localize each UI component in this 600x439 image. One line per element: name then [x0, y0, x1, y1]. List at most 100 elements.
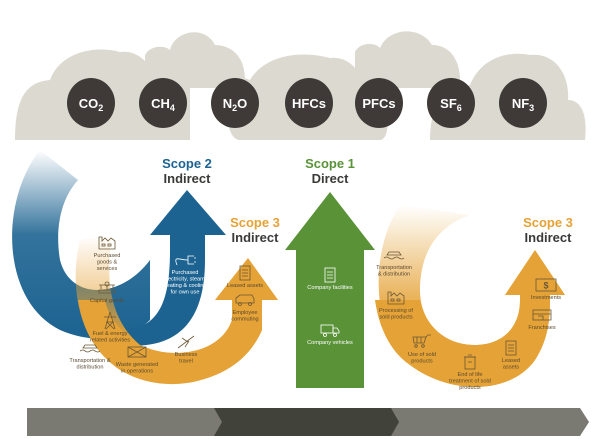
- value-chain-downstream: [391, 408, 589, 436]
- item-label: Company vehicles: [307, 340, 353, 346]
- gas-label: PFCs: [362, 96, 395, 111]
- gas-bubble: HFCs: [285, 78, 333, 128]
- item-label: Investments: [531, 295, 561, 301]
- gas-circle: [211, 78, 259, 128]
- item-label: Franchises: [528, 325, 556, 331]
- scope1-item: Company vehicles: [307, 324, 353, 346]
- building-icon: [505, 340, 517, 356]
- scope3-downstream-heading: Scope 3 Indirect: [523, 215, 573, 245]
- storefront-icon: [532, 309, 552, 321]
- factory-icon: [98, 236, 116, 250]
- scope1-heading: Scope 1 Direct: [305, 156, 355, 186]
- factory-icon: [387, 291, 405, 305]
- item-label: Capital goods: [90, 298, 124, 304]
- scope2-arc-tail: [12, 150, 150, 339]
- scope3-downstream-subtitle: Indirect: [525, 230, 573, 245]
- airplane-icon: [177, 335, 195, 349]
- gas-label: CH4: [151, 96, 175, 113]
- scope3-downstream-title: Scope 3: [523, 215, 573, 230]
- ship-icon: [79, 344, 101, 353]
- gas-bubble: N2O: [211, 78, 259, 128]
- gas-label: SF6: [440, 96, 462, 113]
- item-label: Transportation &distribution: [69, 358, 110, 371]
- gas-bubble: CH4: [139, 78, 187, 128]
- scope3-downstream-item: Franchises: [528, 309, 556, 331]
- scope1-item: Company facilities: [307, 267, 353, 291]
- scope3-upstream-heading: Scope 3 Indirect: [230, 215, 280, 245]
- cloud-middle: [226, 31, 461, 140]
- gas-circle: [285, 78, 333, 128]
- power-tower-icon: [104, 311, 116, 330]
- building-icon: [239, 265, 251, 281]
- truck-icon: [320, 324, 340, 337]
- cloud-left: [15, 32, 245, 140]
- scope3-upstream-item: Leased assets: [227, 265, 263, 289]
- gas-bubble: NF3: [499, 78, 547, 128]
- scope3-upstream-subtitle: Indirect: [232, 230, 280, 245]
- gas-bubble: CO2: [67, 78, 115, 128]
- item-label: Company facilities: [307, 285, 353, 291]
- scope3-upstream-item: Capital goods: [90, 281, 124, 304]
- building-icon: [324, 267, 336, 283]
- scope2-arrow: [120, 190, 226, 346]
- dollar-icon: $: [535, 278, 557, 292]
- scope2-subtitle: Indirect: [164, 171, 212, 186]
- gas-label: CO2: [79, 96, 104, 113]
- value-chain-reporting-company: [214, 408, 402, 436]
- gas-circle: [67, 78, 115, 128]
- item-label: Transportation& distribution: [376, 265, 412, 278]
- scope2-heading: Scope 2 Indirect: [162, 156, 212, 186]
- car-icon: [235, 294, 255, 306]
- gas-circle: [355, 78, 403, 128]
- value-chain-upstream: [27, 408, 226, 436]
- cart-icon: [412, 334, 431, 348]
- scope3-upstream-item: Transportation &distribution: [69, 344, 111, 371]
- gas-bubble: SF6: [427, 78, 475, 128]
- svg-text:$: $: [543, 281, 548, 291]
- gas-label: NF3: [512, 96, 534, 113]
- trash-icon: [464, 354, 476, 370]
- scope3-downstream-item: Transportation& distribution: [376, 251, 412, 278]
- scope3-downstream-arc-solid: [375, 250, 565, 387]
- scope1-arrow: [285, 192, 375, 388]
- scope3-upstream-title: Scope 3: [230, 215, 280, 230]
- gas-bubbles: CO2 CH4 N2O HFCs PFCs SF6 NF3: [67, 78, 547, 128]
- plug-icon: [175, 255, 196, 266]
- scope3-downstream-item: $ Investments: [531, 278, 561, 301]
- waste-icon: [127, 346, 147, 358]
- gas-circle: [499, 78, 547, 128]
- scope1-title: Scope 1: [305, 156, 355, 171]
- gas-label: N2O: [223, 96, 248, 113]
- scope1-subtitle: Direct: [312, 171, 350, 186]
- value-chain-bar: [27, 408, 589, 436]
- ship-icon: [383, 251, 405, 260]
- scope2-title: Scope 2: [162, 156, 212, 171]
- gas-circle: [139, 78, 187, 128]
- gas-circle: [427, 78, 475, 128]
- machinery-icon: [98, 281, 116, 294]
- gas-label: HFCs: [292, 96, 326, 111]
- gas-bubble: PFCs: [355, 78, 403, 128]
